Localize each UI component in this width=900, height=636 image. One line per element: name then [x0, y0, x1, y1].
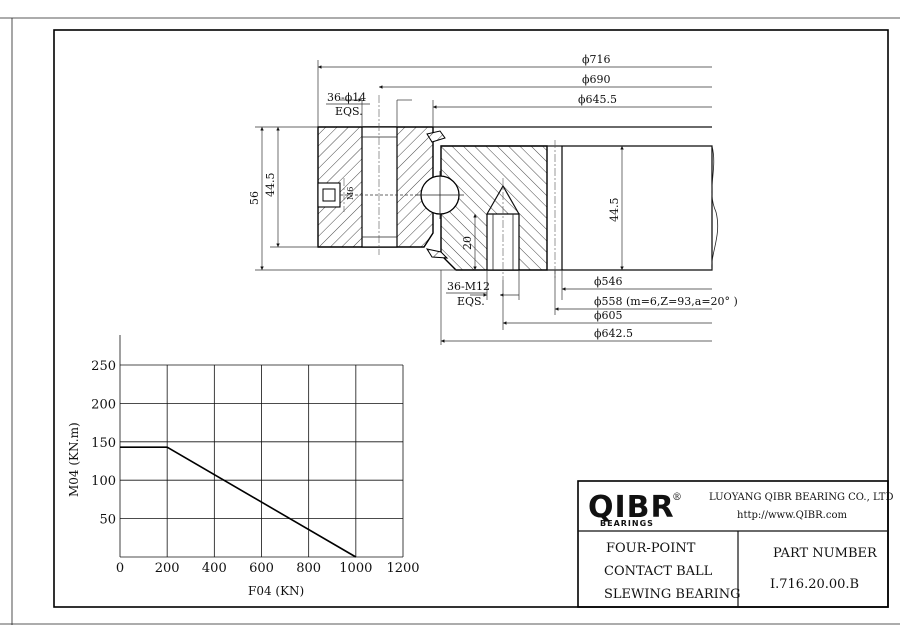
x-tick-800: 800	[296, 561, 321, 576]
dim-558: ϕ558 (m=6,Z=93,a=20° )	[594, 295, 738, 308]
x-tick-600: 600	[249, 561, 274, 576]
svg-text:M6: M6	[346, 187, 355, 200]
dim-tooth-20: 20	[461, 236, 474, 250]
dim-605: ϕ605	[594, 309, 623, 322]
logo-subtitle: BEARINGS	[600, 519, 654, 528]
bottom-seal	[425, 248, 449, 259]
bearing-section: M6 ϕ716 ϕ690 ϕ645.5 36-ϕ14 EQS.	[248, 53, 738, 345]
dim-642-5: ϕ642.5	[594, 327, 633, 340]
dim-690: ϕ690	[582, 73, 611, 86]
hole-callout-eqs: EQS.	[335, 105, 363, 118]
hole-callout-count: 36-ϕ14	[327, 91, 366, 104]
drawing-frame	[53, 29, 889, 608]
x-tick-200: 200	[155, 561, 180, 576]
gear-bore	[561, 145, 713, 271]
dim-546: ϕ546	[594, 275, 623, 288]
y-tick-200: 200	[91, 397, 116, 412]
x-tick-400: 400	[202, 561, 227, 576]
y-tick-100: 100	[91, 474, 116, 489]
thread-callout-eqs: EQS.	[457, 295, 485, 308]
dim-716: ϕ716	[582, 53, 611, 66]
dim-height-56: 56	[248, 191, 261, 205]
x-tick-1200: 1200	[386, 561, 419, 576]
y-tick-250: 250	[91, 359, 116, 374]
part-number: I.716.20.00.B	[770, 577, 859, 592]
mounting-hole	[361, 126, 398, 248]
description-line-3: SLEWING BEARING	[604, 587, 741, 602]
dim-height-44-5-left: 44.5	[264, 173, 277, 198]
description-line-2: CONTACT BALL	[604, 564, 713, 579]
dim-height-44-5-right: 44.5	[608, 198, 621, 223]
load-chart: 0 200 400 600 800 1000 1200 50 100 150 200 250 F04…	[67, 335, 420, 598]
company-name: LUOYANG QIBR BEARING CO., LTD	[709, 492, 893, 503]
y-axis-label: M04 (KN.m)	[67, 422, 81, 497]
y-tick-50: 50	[99, 513, 116, 528]
x-tick-labels: 0 200 400 600 800 1000 1200	[116, 561, 420, 576]
x-tick-0: 0	[116, 561, 124, 576]
part-number-label: PART NUMBER	[773, 546, 878, 561]
company-website: http://www.QIBR.com	[737, 510, 847, 521]
y-tick-150: 150	[91, 436, 116, 451]
load-curve	[120, 446, 357, 558]
dim-645-5: ϕ645.5	[578, 93, 617, 106]
logo: QIBR	[588, 490, 675, 525]
y-tick-labels: 50 100 150 200 250	[91, 359, 116, 528]
x-tick-1000: 1000	[339, 561, 372, 576]
chart-grid	[120, 364, 404, 558]
x-axis-label: F04 (KN)	[248, 584, 304, 598]
title-block: QIBR ® BEARINGS LUOYANG QIBR BEARING CO.…	[577, 480, 893, 608]
description-line-1: FOUR-POINT	[606, 541, 696, 556]
top-seal	[426, 130, 446, 143]
thread-callout-count: 36-M12	[447, 280, 490, 293]
registered-mark: ®	[672, 492, 682, 503]
